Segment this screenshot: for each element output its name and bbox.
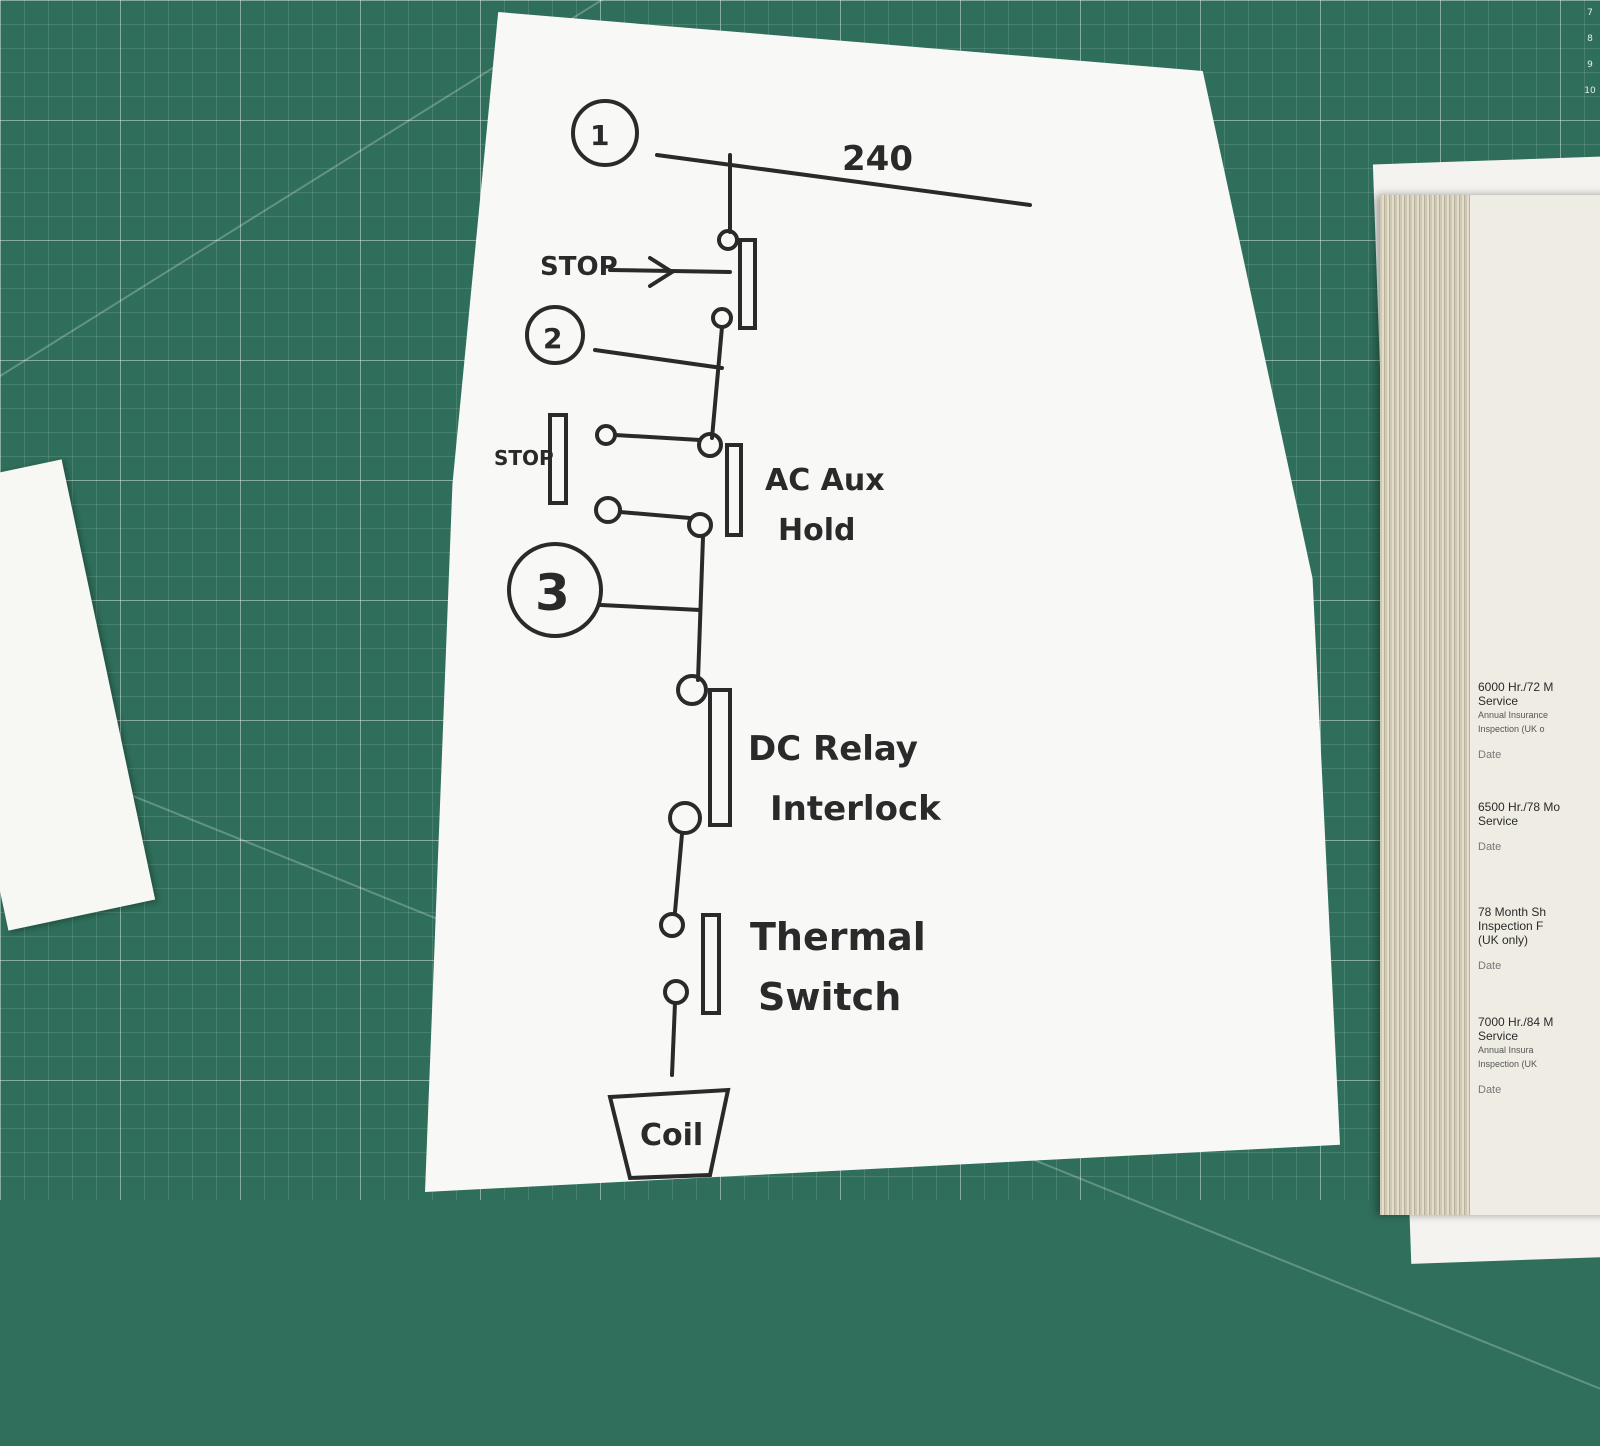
contact-terminal (687, 512, 713, 538)
supply-line (655, 153, 1032, 207)
book-entry-note: (UK only) (1478, 933, 1529, 947)
node-label-1: 1 (590, 119, 609, 152)
contact-terminal (595, 424, 617, 446)
book-entry-note: Inspection (UK (1478, 1059, 1538, 1069)
wire (618, 510, 692, 520)
stop-switch-body (738, 238, 757, 330)
book-entry-sub: Service (1478, 1029, 1519, 1043)
book-entry-title: 6500 Hr./78 Mo (1478, 800, 1561, 814)
book-open-page: 6000 Hr./72 M Service Annual Insurance I… (1470, 195, 1600, 1215)
coil-label: Coil (640, 1118, 703, 1153)
contact-terminal (711, 307, 733, 329)
contact-terminal (594, 496, 622, 524)
book-page-edges (1380, 195, 1470, 1215)
book-entry-sub: Service (1478, 694, 1519, 708)
node-circle-2 (525, 305, 585, 365)
ruler-number: 9 (1587, 60, 1593, 70)
book-entry-note: Annual Insurance (1478, 710, 1549, 720)
book-entry-date: Date (1478, 841, 1502, 853)
contact-terminal (717, 229, 739, 251)
wire (593, 348, 724, 370)
wiring-diagram-sketch: 1 240 STOP 2 STOP AC Aux Hold 3 DC Relay… (494, 99, 1032, 1181)
wire (599, 603, 702, 612)
book-entry-title: 6000 Hr./72 M (1478, 680, 1554, 694)
contact-terminal (659, 912, 685, 938)
book-entry-note: Inspection (UK o (1478, 724, 1545, 734)
dc-relay-interlock-body (708, 688, 732, 827)
contact-terminal (697, 432, 723, 458)
book-entry: 6500 Hr./78 Mo Service Date (1478, 800, 1600, 854)
book-entry-date: Date (1478, 960, 1502, 972)
hold-label: Hold (778, 513, 855, 548)
wire (670, 1001, 677, 1077)
wire (710, 325, 724, 440)
interlock-label: Interlock (770, 789, 942, 829)
thermal-switch-body (701, 913, 721, 1015)
node-circle-1 (571, 99, 639, 167)
ac-aux-label: AC Aux (765, 463, 885, 498)
stop-label-side: STOP (494, 446, 554, 470)
ruler-number: 10 (1584, 86, 1596, 96)
voltage-label: 240 (842, 139, 913, 179)
dc-relay-label: DC Relay (748, 729, 918, 769)
book-entry-date: Date (1478, 749, 1502, 761)
stop-side-switch-body (548, 413, 568, 505)
book-entry: 6000 Hr./72 M Service Annual Insurance I… (1478, 680, 1600, 762)
coil-box (607, 1087, 731, 1181)
service-book: 6000 Hr./72 M Service Annual Insurance I… (1380, 195, 1600, 1215)
stop-arrow-head (648, 256, 676, 288)
book-entry-title: 78 Month Sh (1478, 905, 1547, 919)
wire (673, 832, 684, 914)
mat-ruler-numbers: 7 8 9 10 (1582, 0, 1598, 104)
contact-terminal (668, 801, 702, 835)
ruler-number: 8 (1587, 34, 1593, 44)
book-entry: 7000 Hr./84 M Service Annual Insura Insp… (1478, 1015, 1600, 1097)
ac-aux-hold-body (725, 443, 743, 537)
contact-terminal (676, 674, 708, 706)
node-label-2: 2 (543, 322, 562, 355)
wire (613, 433, 702, 442)
book-entry: 78 Month Sh Inspection F (UK only) Date (1478, 905, 1600, 973)
handwritten-paper-sheet (425, 12, 1340, 1192)
book-entry-sub: Service (1478, 814, 1519, 828)
book-entry-sub: Inspection F (1478, 919, 1544, 933)
book-entry-note: Annual Insura (1478, 1045, 1534, 1055)
ruler-number: 7 (1587, 8, 1593, 18)
switch-label: Switch (758, 975, 901, 1019)
stop-label-top: STOP (540, 252, 618, 282)
node-label-3: 3 (535, 564, 570, 622)
node-circle-3 (507, 542, 603, 638)
book-entry-date: Date (1478, 1084, 1502, 1096)
contact-terminal (663, 979, 689, 1005)
book-entry-title: 7000 Hr./84 M (1478, 1015, 1554, 1029)
thermal-label: Thermal (750, 915, 926, 959)
